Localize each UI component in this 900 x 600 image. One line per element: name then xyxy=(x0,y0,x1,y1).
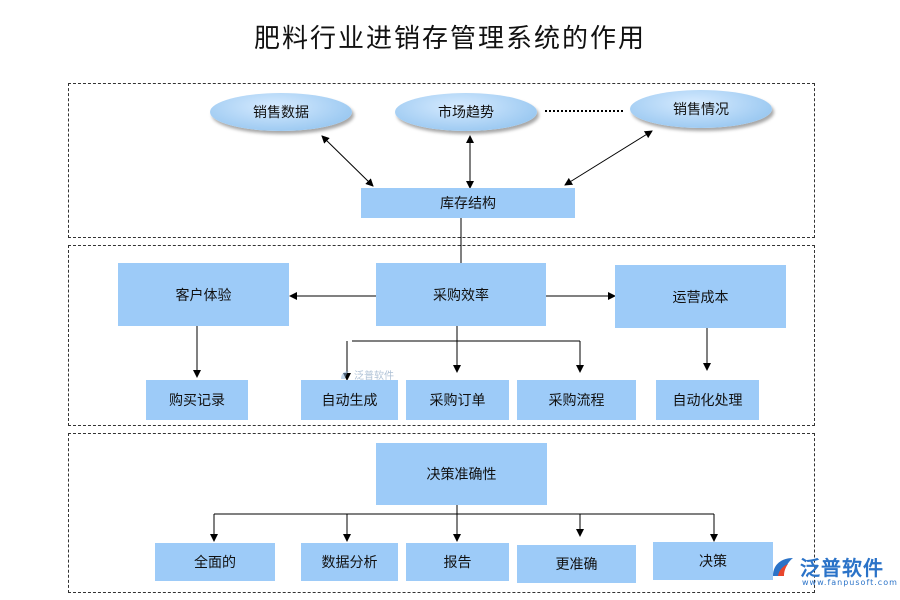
arrow-sales-status-inventory xyxy=(564,130,653,186)
watermark-brand: 泛普软件 www.fanpusoft.com xyxy=(770,552,897,587)
node-sales-data: 销售数据 xyxy=(210,93,352,131)
node-purchase-efficiency: 采购效率 xyxy=(376,263,546,326)
node-purchase-record: 购买记录 xyxy=(146,380,248,420)
node-more-accurate: 更准确 xyxy=(517,545,636,583)
section-bottom xyxy=(68,433,815,593)
node-purchase-order: 采购订单 xyxy=(406,380,509,420)
brand-name: 泛普软件 xyxy=(800,556,884,580)
node-decision-accuracy: 决策准确性 xyxy=(376,443,547,505)
node-inventory-structure: 库存结构 xyxy=(361,188,575,218)
node-market-trend: 市场趋势 xyxy=(395,93,537,131)
node-decision: 决策 xyxy=(653,542,773,580)
node-sales-status: 销售情况 xyxy=(630,90,772,128)
arrow-sales-data-inventory xyxy=(321,135,374,187)
node-comprehensive: 全面的 xyxy=(155,543,275,581)
node-operating-cost: 运营成本 xyxy=(615,265,786,328)
node-auto-generate: 自动生成 xyxy=(301,380,398,420)
node-report: 报告 xyxy=(406,543,509,581)
watermark-center: 泛普软件 xyxy=(339,367,394,382)
section-top xyxy=(68,83,815,238)
diagram-title: 肥料行业进销存管理系统的作用 xyxy=(253,24,646,54)
brand-url: www.fanpusoft.com xyxy=(802,578,898,587)
section-middle xyxy=(68,245,815,426)
watermark-logo-icon xyxy=(341,370,349,379)
node-purchase-process: 采购流程 xyxy=(517,380,636,420)
node-data-analysis: 数据分析 xyxy=(301,543,398,581)
watermark-center-text: 泛普软件 xyxy=(354,371,394,382)
node-customer-experience: 客户体验 xyxy=(118,263,289,326)
brand-logo-icon xyxy=(773,557,793,576)
node-automated-processing: 自动化处理 xyxy=(656,380,759,420)
